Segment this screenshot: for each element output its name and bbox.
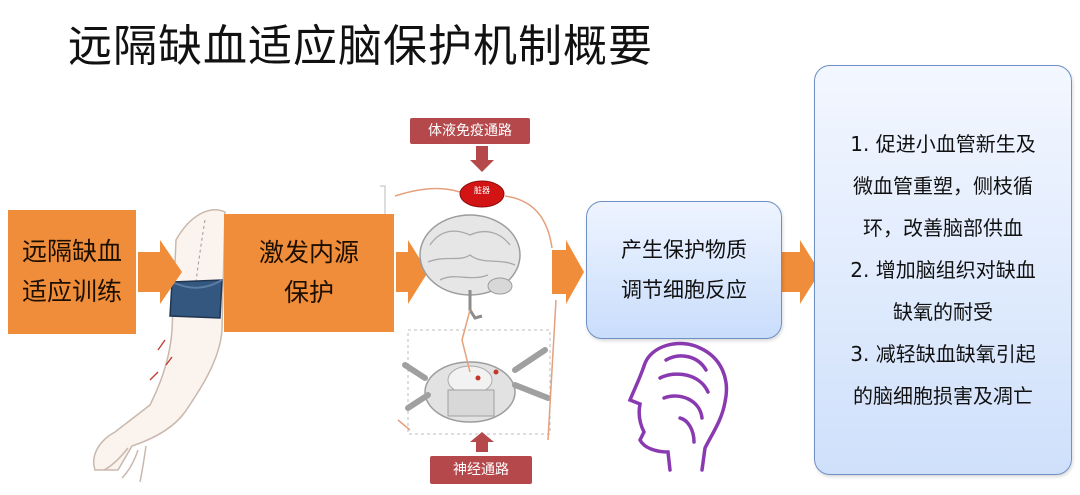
arrow-1 [138,240,182,304]
spinal-region-box [407,329,551,435]
arrow-4 [782,240,820,304]
page-title: 远隔缺血适应脑保护机制概要 [68,21,653,72]
humoral-arrow [470,146,494,172]
head-outline-illustration [627,341,729,472]
brain-illustration [419,214,521,320]
outcome-line: 环，改善脑部供血 [863,216,1023,240]
outcome-line: 2. 增加脑组织对缺血 [850,258,1036,282]
arm-illustration [93,209,226,483]
outcome-line: 的脑细胞损害及凋亡 [853,384,1033,408]
outcome-line: 缺氧的耐受 [893,300,993,324]
protective-substance-box: 产生保护物质 调节细胞反应 [586,201,782,339]
endogenous-box-line2: 保护 [283,278,334,307]
arrow-2 [396,240,428,304]
outcome-line: 3. 减轻缺血缺氧引起 [850,342,1036,366]
outcome-line: 微血管重塑，侧枝循 [853,174,1033,198]
arrow-3 [552,240,584,304]
training-box-line2: 适应训练 [21,277,122,306]
training-box-line1: 远隔缺血 [21,237,122,266]
neural-arrow [470,432,494,452]
organ-illustration [459,180,505,208]
spinal-cord-illustration [402,347,551,423]
endogenous-box-line1: 激发内源 [258,238,359,267]
result-box-line1: 产生保护物质 [621,238,747,262]
result-box-line2: 调节细胞反应 [621,278,747,302]
blood-pressure-cuff [169,279,223,319]
organ-label: 脏器 [474,186,490,195]
neural-pathway-tag: 神经通路 [430,456,532,484]
training-box: 远隔缺血 适应训练 [8,210,136,334]
humoral-pathway-tag: 体液免疫通路 [410,118,530,144]
outcomes-box: 1. 促进小血管新生及 微血管重塑，侧枝循 环，改善脑部供血 2. 增加脑组织对… [814,65,1072,475]
endogenous-protection-box: 激发内源 保护 [224,214,394,332]
outcome-line: 1. 促进小血管新生及 [850,132,1036,156]
